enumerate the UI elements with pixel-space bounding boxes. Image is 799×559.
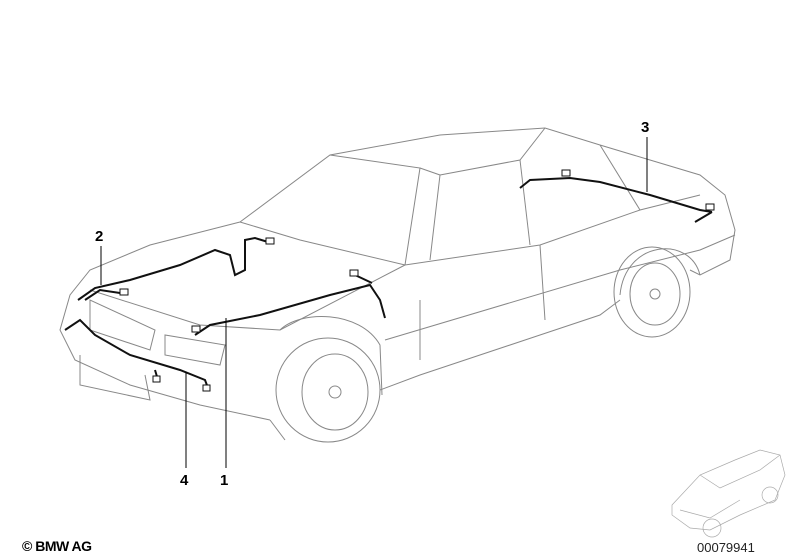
callout-4: 4 (180, 472, 189, 489)
wiring-harness-3 (519, 169, 715, 223)
leader-lines (100, 137, 648, 468)
callout-2: 2 (95, 228, 104, 245)
diagram-code: 00079941 (697, 540, 755, 555)
car-outline (59, 127, 736, 443)
callout-1: 1 (220, 472, 229, 489)
wiring-harness-4 (64, 318, 211, 392)
wiring-harness-1 (191, 269, 386, 336)
wiring-harness-2 (77, 236, 275, 301)
thumbnail-car (671, 449, 786, 538)
callout-3: 3 (641, 119, 650, 136)
copyright: © BMW AG (22, 538, 92, 554)
